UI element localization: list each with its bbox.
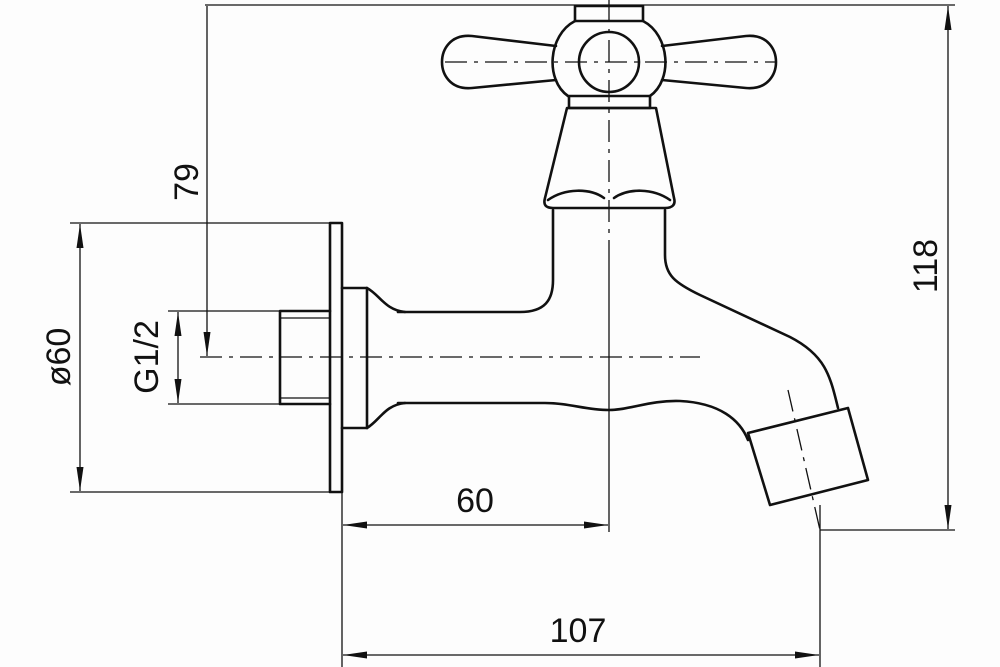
bonnet	[543, 106, 676, 210]
dim-label-diameter-60: ø60	[40, 328, 78, 387]
dim-label-107: 107	[550, 612, 607, 650]
dim-label-118: 118	[907, 239, 945, 293]
tap-body	[396, 208, 840, 442]
dim-label-79: 79	[168, 163, 206, 201]
body-hub	[340, 286, 407, 430]
spout-nozzle	[746, 389, 870, 531]
dim-label-60: 60	[456, 482, 494, 520]
extension-lines	[70, 4, 955, 667]
dim-label-thread: G1/2	[128, 320, 166, 394]
